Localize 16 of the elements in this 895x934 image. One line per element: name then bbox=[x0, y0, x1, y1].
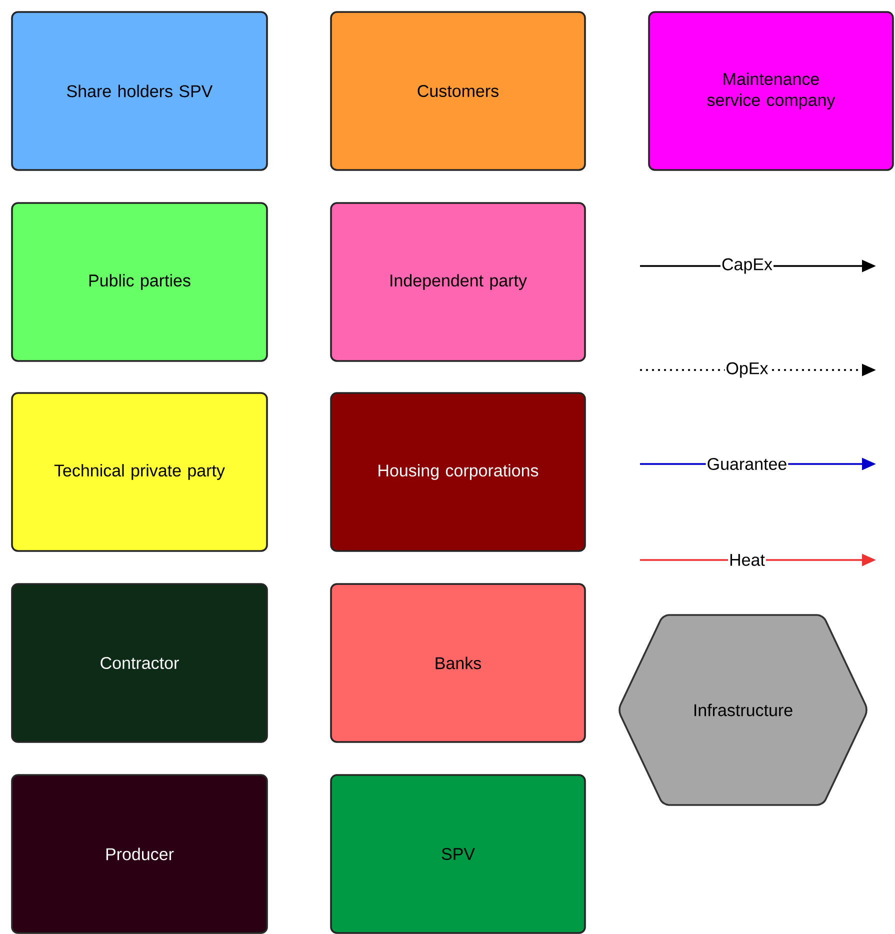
legend-label: OpEx bbox=[724, 361, 770, 379]
party-box: Share holders SPV bbox=[11, 11, 268, 171]
party-box: SPV bbox=[330, 774, 586, 934]
party-box: Technical private party bbox=[11, 392, 268, 552]
party-box: Housing corporations bbox=[330, 392, 586, 552]
legend-label: Heat bbox=[728, 553, 766, 567]
party-box: Public parties bbox=[11, 202, 268, 362]
party-box: Customers bbox=[330, 11, 586, 171]
hexagon-node: Infrastructure bbox=[618, 614, 868, 806]
legend-label: Guarantee bbox=[706, 456, 788, 471]
party-box: Independent party bbox=[330, 202, 586, 362]
party-box: Maintenance service company bbox=[648, 11, 894, 171]
party-box: Contractor bbox=[11, 583, 268, 743]
legend-label: CapEx bbox=[720, 257, 774, 275]
party-box: Banks bbox=[330, 583, 586, 743]
party-box: Producer bbox=[11, 774, 268, 934]
